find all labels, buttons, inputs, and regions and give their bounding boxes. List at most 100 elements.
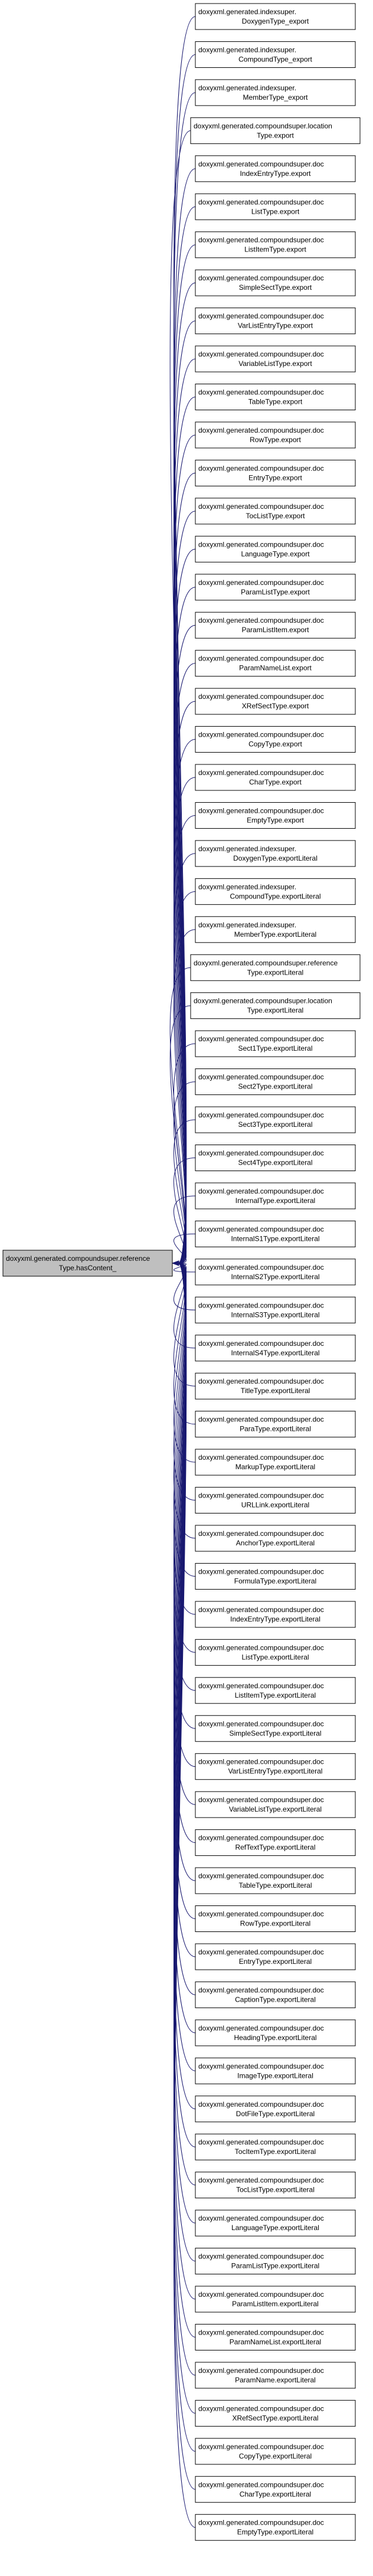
graph-node[interactable]: doxyxml.generated.compoundsuper.location… [190, 992, 361, 1019]
graph-node[interactable]: doxyxml.generated.compoundsuper.docHeadi… [195, 2019, 356, 2047]
graph-node[interactable]: doxyxml.generated.indexsuper.CompoundTyp… [195, 41, 356, 68]
root-node[interactable]: doxyxml.generated.compoundsuper.referenc… [2, 1250, 173, 1277]
graph-node[interactable]: doxyxml.generated.compoundsuper.docListT… [195, 1639, 356, 1666]
graph-node-line-1: doxyxml.generated.compoundsuper.doc [198, 1567, 324, 1575]
graph-node-line-1: doxyxml.generated.compoundsuper.doc [198, 1606, 324, 1614]
graph-node[interactable]: doxyxml.generated.compoundsuper.docCopyT… [195, 2438, 356, 2465]
graph-node[interactable]: doxyxml.generated.compoundsuper.docMarku… [195, 1449, 356, 1476]
graph-node-line-2: InternalS4Type.exportLiteral [231, 1349, 319, 1357]
graph-node[interactable]: doxyxml.generated.compoundsuper.docTocIt… [195, 2133, 356, 2160]
graph-node[interactable]: doxyxml.generated.compoundsuper.docParam… [195, 650, 356, 677]
graph-node[interactable]: doxyxml.generated.compoundsuper.docVaria… [195, 345, 356, 372]
graph-node[interactable]: doxyxml.generated.compoundsuper.referenc… [190, 954, 361, 981]
graph-node-line-2: VariableListType.exportLiteral [229, 1805, 322, 1813]
graph-node-line-2: LanguageType.exportLiteral [231, 2224, 319, 2232]
graph-node[interactable]: doxyxml.generated.compoundsuper.docFormu… [195, 1562, 356, 1590]
graph-node-line-2: CharType.export [249, 778, 302, 786]
graph-edge [173, 1263, 196, 1273]
graph-node[interactable]: doxyxml.generated.compoundsuper.docTable… [195, 384, 356, 410]
graph-node-line-2: XRefSectType.exportLiteral [232, 2414, 318, 2422]
graph-nodes: doxyxml.generated.compoundsuper.referenc… [2, 3, 361, 2541]
graph-node-line-2: IndexEntryType.export [240, 169, 311, 178]
graph-node[interactable]: doxyxml.generated.compoundsuper.docListI… [195, 1677, 356, 1704]
graph-node[interactable]: doxyxml.generated.compoundsuper.docParam… [195, 612, 356, 639]
graph-node[interactable]: doxyxml.generated.compoundsuper.docSect2… [195, 1068, 356, 1096]
graph-node[interactable]: doxyxml.generated.compoundsuper.docListT… [195, 193, 356, 220]
graph-node-box [190, 992, 361, 1019]
graph-node[interactable]: doxyxml.generated.compoundsuper.docEntry… [195, 459, 356, 486]
graph-node[interactable]: doxyxml.generated.compoundsuper.docLangu… [195, 2209, 356, 2237]
graph-node[interactable]: doxyxml.generated.compoundsuper.docVaria… [195, 1791, 356, 1818]
graph-edge [169, 1005, 191, 1264]
graph-node[interactable]: doxyxml.generated.indexsuper.MemberType_… [195, 79, 356, 106]
graph-node[interactable]: doxyxml.generated.compoundsuper.location… [190, 117, 361, 144]
graph-node[interactable]: doxyxml.generated.compoundsuper.docVarLi… [195, 1753, 356, 1780]
graph-node[interactable]: doxyxml.generated.compoundsuper.docURLLi… [195, 1487, 356, 1514]
graph-node[interactable]: doxyxml.generated.compoundsuper.docCopyT… [195, 726, 356, 753]
graph-node[interactable]: doxyxml.generated.compoundsuper.docParaT… [195, 1411, 356, 1438]
graph-node[interactable]: doxyxml.generated.indexsuper.CompoundTyp… [195, 878, 356, 905]
graph-node-box [195, 2209, 356, 2237]
graph-node[interactable]: doxyxml.generated.compoundsuper.docInter… [195, 1220, 356, 1247]
graph-node[interactable]: doxyxml.generated.indexsuper.DoxygenType… [195, 3, 356, 30]
graph-node[interactable]: doxyxml.generated.compoundsuper.docRefTe… [195, 1829, 356, 1856]
graph-node-line-1: doxyxml.generated.compoundsuper.doc [198, 1111, 324, 1119]
graph-node[interactable]: doxyxml.generated.compoundsuper.docSect3… [195, 1106, 356, 1133]
graph-node[interactable]: doxyxml.generated.compoundsuper.docRowTy… [195, 421, 356, 449]
graph-node-line-1: doxyxml.generated.compoundsuper.doc [198, 426, 324, 434]
graph-node-box [195, 650, 356, 677]
graph-node[interactable]: doxyxml.generated.compoundsuper.docLangu… [195, 535, 356, 563]
graph-node[interactable]: doxyxml.generated.compoundsuper.docXRefS… [195, 2400, 356, 2427]
graph-node[interactable]: doxyxml.generated.compoundsuper.docInter… [195, 1335, 356, 1362]
graph-node[interactable]: doxyxml.generated.compoundsuper.docSect4… [195, 1145, 356, 1171]
graph-node[interactable]: doxyxml.generated.compoundsuper.docVarLi… [195, 308, 356, 335]
graph-node[interactable]: doxyxml.generated.compoundsuper.docInter… [195, 1296, 356, 1323]
graph-node[interactable]: doxyxml.generated.compoundsuper.docCapti… [195, 1981, 356, 2008]
graph-node-box [195, 1943, 356, 1970]
graph-node[interactable]: doxyxml.generated.compoundsuper.docCharT… [195, 764, 356, 791]
graph-node[interactable]: doxyxml.generated.compoundsuper.docInter… [195, 1182, 356, 1209]
graph-node[interactable]: doxyxml.generated.indexsuper.DoxygenType… [195, 840, 356, 867]
graph-node-line-2: InternalType.exportLiteral [235, 1197, 315, 1205]
graph-node-box [195, 421, 356, 449]
graph-node[interactable]: doxyxml.generated.compoundsuper.docInter… [195, 1258, 356, 1286]
graph-node[interactable]: doxyxml.generated.compoundsuper.docTocLi… [195, 498, 356, 525]
graph-node[interactable]: doxyxml.generated.compoundsuper.docTocLi… [195, 2172, 356, 2199]
graph-node[interactable]: doxyxml.generated.compoundsuper.docEmpty… [195, 2514, 356, 2541]
graph-node[interactable]: doxyxml.generated.compoundsuper.docListI… [195, 231, 356, 259]
graph-node-line-2: ImageType.exportLiteral [237, 2071, 313, 2080]
graph-node[interactable]: doxyxml.generated.compoundsuper.docCharT… [195, 2476, 356, 2503]
graph-node[interactable]: doxyxml.generated.compoundsuper.docRowTy… [195, 1905, 356, 1932]
graph-node-line-1: doxyxml.generated.compoundsuper.doc [198, 1301, 324, 1309]
graph-node[interactable]: doxyxml.generated.compoundsuper.docXRefS… [195, 688, 356, 715]
graph-node[interactable]: doxyxml.generated.compoundsuper.docParam… [195, 574, 356, 601]
graph-node-box [195, 1562, 356, 1590]
graph-node[interactable]: doxyxml.generated.compoundsuper.docDotFi… [195, 2096, 356, 2123]
graph-node-line-1: doxyxml.generated.compoundsuper.doc [198, 160, 324, 168]
graph-node-line-1: doxyxml.generated.compoundsuper.doc [198, 1872, 324, 1880]
graph-node-line-1: doxyxml.generated.compoundsuper.doc [198, 2024, 324, 2032]
graph-node-line-2: ParamListType.export [241, 588, 310, 596]
graph-node[interactable]: doxyxml.generated.compoundsuper.docSect1… [195, 1030, 356, 1057]
graph-node[interactable]: doxyxml.generated.compoundsuper.docParam… [195, 2286, 356, 2313]
graph-node[interactable]: doxyxml.generated.compoundsuper.docImage… [195, 2057, 356, 2084]
graph-node[interactable]: doxyxml.generated.compoundsuper.docEmpty… [195, 802, 356, 829]
graph-node[interactable]: doxyxml.generated.compoundsuper.docIndex… [195, 155, 356, 182]
graph-node-box [195, 574, 356, 601]
graph-node[interactable]: doxyxml.generated.compoundsuper.docAncho… [195, 1525, 356, 1552]
graph-node[interactable]: doxyxml.generated.compoundsuper.docParam… [195, 2362, 356, 2389]
graph-node[interactable]: doxyxml.generated.compoundsuper.docParam… [195, 2248, 356, 2275]
graph-node-line-2: TocListType.export [246, 512, 305, 520]
graph-node[interactable]: doxyxml.generated.compoundsuper.docTable… [195, 1867, 356, 1894]
graph-node-box [195, 1487, 356, 1514]
graph-node[interactable]: doxyxml.generated.compoundsuper.docParam… [195, 2323, 356, 2351]
graph-node[interactable]: doxyxml.generated.compoundsuper.docIndex… [195, 1601, 356, 1628]
graph-node[interactable]: doxyxml.generated.indexsuper.MemberType.… [195, 916, 356, 943]
graph-node[interactable]: doxyxml.generated.compoundsuper.docEntry… [195, 1943, 356, 1970]
graph-node-line-1: doxyxml.generated.compoundsuper.doc [198, 1529, 324, 1538]
graph-node-line-1: doxyxml.generated.compoundsuper.doc [198, 1643, 324, 1652]
graph-node[interactable]: doxyxml.generated.compoundsuper.docTitle… [195, 1372, 356, 1400]
graph-node[interactable]: doxyxml.generated.compoundsuper.docSimpl… [195, 1715, 356, 1742]
graph-node-box [195, 802, 356, 829]
graph-node[interactable]: doxyxml.generated.compoundsuper.docSimpl… [195, 269, 356, 296]
